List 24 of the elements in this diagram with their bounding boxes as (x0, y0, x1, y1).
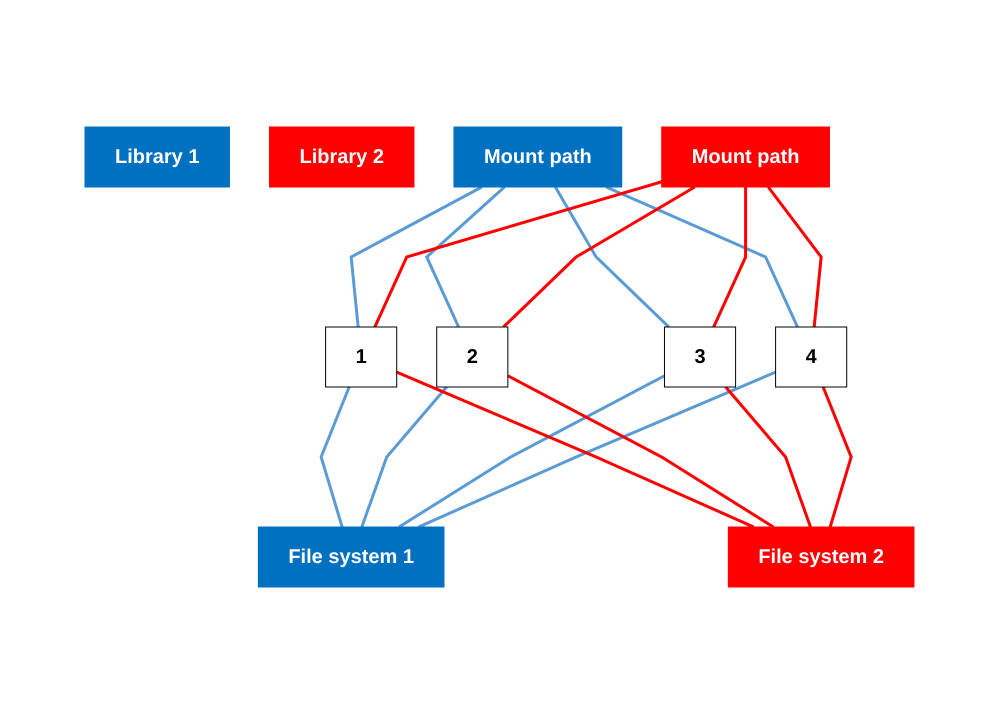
node-box: 4 (774, 326, 847, 387)
node-box: Mount path (452, 126, 622, 187)
connector (766, 186, 822, 327)
connector (360, 386, 448, 527)
connector (821, 386, 852, 527)
connector (554, 186, 670, 328)
node-box: File system 2 (727, 526, 914, 587)
node-box: Library 2 (268, 126, 414, 187)
node-box: 2 (436, 326, 508, 387)
node-box: 3 (663, 326, 736, 387)
connector (506, 374, 774, 528)
node-box: Library 1 (84, 126, 230, 187)
connector (398, 374, 665, 528)
connector (349, 185, 482, 327)
connector (424, 185, 506, 328)
connector (712, 186, 747, 328)
connector (502, 185, 696, 328)
connector (605, 185, 798, 328)
connector (372, 180, 662, 328)
node-box: 1 (324, 326, 397, 387)
node-box: File system 1 (257, 526, 444, 587)
connector (319, 386, 350, 527)
node-box: Mount path (660, 126, 830, 187)
connector (724, 386, 812, 527)
